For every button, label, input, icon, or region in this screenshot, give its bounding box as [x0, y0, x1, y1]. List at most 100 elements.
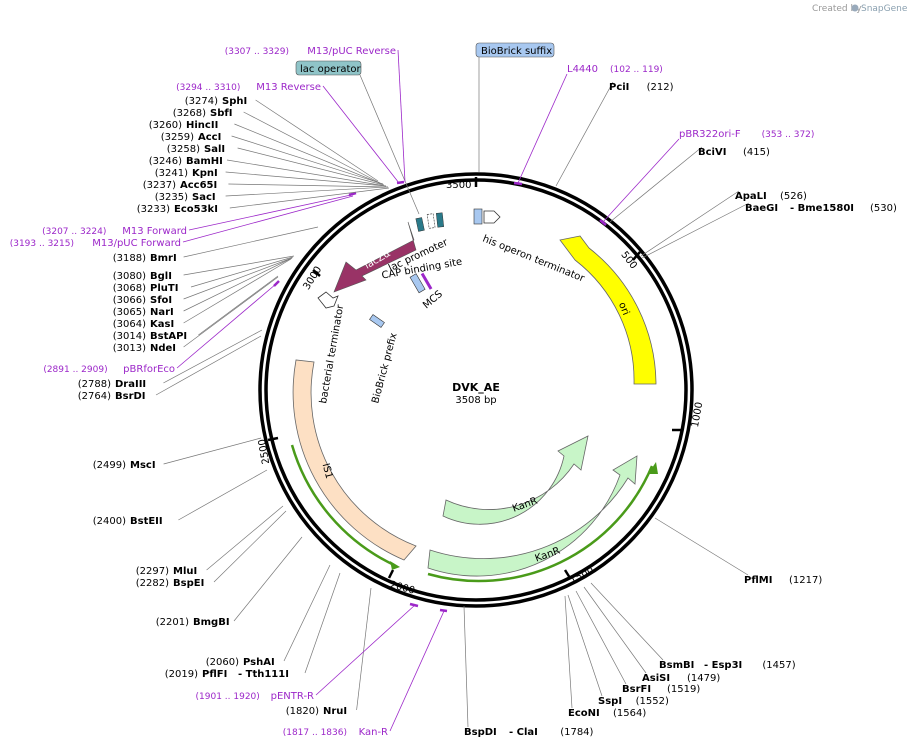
leader-line [228, 183, 389, 188]
primer-range-6: (1817 .. 1836) [283, 728, 347, 738]
primer-range-1: (3294 .. 3310) [176, 83, 240, 93]
orf-arc-is1-head [390, 561, 400, 570]
primer-leader [315, 604, 416, 696]
ruler-label-2500: 2500 [257, 438, 272, 465]
site-left-name-23: BspEI [173, 578, 204, 589]
primer-range-8: (353 .. 372) [762, 130, 815, 140]
site-left-pos-27: (1820) [286, 706, 319, 717]
site-right-name-6: AsiSI [642, 673, 670, 684]
site-left-pos-15: (3064) [113, 319, 146, 330]
feature-bacterial-terminator-box[interactable] [317, 291, 339, 309]
site-right-name2-3: - Bme1580I [790, 203, 854, 214]
leader-line [163, 329, 263, 384]
feature-biobrick-prefix-box[interactable] [369, 314, 385, 328]
site-left-pos-23: (2282) [136, 578, 169, 589]
site-right-name-7: BsrFI [622, 684, 651, 695]
leader-line [243, 111, 381, 184]
primer-name-8: pBR322ori-F [679, 129, 741, 140]
site-right-name-0: PciI [609, 82, 629, 93]
primer-leader [517, 73, 568, 184]
site-right-pos-0: (212) [647, 82, 674, 93]
backbone-outer [258, 172, 694, 608]
lac-operator-tag[interactable] [295, 60, 362, 76]
site-left-pos-9: (3233) [137, 204, 170, 215]
orf-arc-kanr [427, 465, 654, 583]
leader-line [183, 257, 293, 300]
site-left-pos-17: (3013) [113, 343, 146, 354]
leader-line [555, 81, 614, 187]
site-left-name-22: MluI [173, 566, 197, 577]
leader-line [155, 335, 262, 396]
site-right-name-2: ApaLI [735, 191, 767, 202]
leader-line [654, 517, 749, 576]
site-left-pos-4: (3258) [167, 144, 200, 155]
plasmid-size: 3508 bp [455, 395, 496, 406]
leader-line [575, 590, 627, 685]
primer-range-7: (102 .. 119) [610, 65, 663, 75]
leader-line [233, 536, 303, 622]
primer-marks [273, 180, 607, 613]
enzyme-sites-right: PciI(212)BciVI(415)ApaLI(526)BaeGI- Bme1… [464, 82, 897, 738]
primer-name-7: L4440 [567, 64, 598, 75]
primer-leader [397, 49, 406, 183]
site-right-name-9: EcoNI [568, 708, 600, 719]
leader-line [564, 595, 573, 709]
primer-name-1: M13 Reverse [256, 82, 321, 93]
site-left-pos-21: (2400) [93, 516, 126, 527]
site-left-name-7: Acc65I [180, 180, 217, 191]
primer-name-2: M13 Forward [122, 226, 187, 237]
site-right-name2-5: - Esp3I [704, 660, 742, 671]
leader-line [183, 255, 295, 276]
watermark-brand: SnapGene [861, 4, 908, 14]
feature-ori[interactable] [559, 235, 657, 385]
feature-kanr-outer[interactable] [427, 455, 638, 577]
site-left-name-9: Eco53kI [174, 204, 218, 215]
site-left-pos-22: (2297) [136, 566, 169, 577]
leader-line [206, 505, 284, 571]
site-left-name-1: SbfI [210, 108, 232, 119]
site-right-pos-8: (1552) [636, 696, 669, 707]
feature-mcs-box[interactable] [409, 273, 426, 294]
feature-biobrick-suffix-box[interactable] [473, 208, 483, 225]
feature-his-terminator-box[interactable] [483, 210, 501, 224]
site-left-name-21: BstEII [130, 516, 163, 527]
biobrick-suffix-tag[interactable] [475, 42, 555, 58]
site-left-name-8: SacI [192, 192, 216, 203]
primer-range-4: (2891 .. 2909) [43, 365, 107, 375]
leader-line [359, 74, 420, 215]
site-left-name-12: PluTI [150, 283, 178, 294]
feature-cap-site-box[interactable] [436, 212, 444, 228]
feature-lacza[interactable] [333, 221, 417, 293]
site-right-pos-6: (1479) [687, 673, 720, 684]
site-left-name-4: SalI [204, 144, 225, 155]
site-left-pos-12: (3068) [113, 283, 146, 294]
leader-line [183, 257, 293, 312]
feature-kanr-inner[interactable] [442, 435, 589, 525]
primer-leader [188, 194, 352, 231]
site-left-pos-14: (3065) [113, 307, 146, 318]
site-left-pos-16: (3014) [113, 331, 146, 342]
snapgene-logo-icon [851, 4, 859, 12]
site-right-pos-2: (526) [780, 191, 807, 202]
site-left-name-15: KasI [150, 319, 174, 330]
leader-line [213, 510, 287, 583]
feature-lac-operator-box[interactable] [415, 217, 425, 232]
leader-lines [155, 57, 750, 728]
primer-range-0: (3307 .. 3329) [225, 47, 289, 57]
leader-line [190, 256, 294, 288]
primer-labels: M13/pUC Reverse(3307 .. 3329)M13 Reverse… [10, 46, 815, 738]
leader-line [183, 258, 292, 324]
site-left-pos-0: (3274) [185, 96, 218, 107]
site-left-name-14: NarI [150, 307, 174, 318]
feature-is1[interactable] [292, 359, 417, 561]
site-left-name-0: SphI [222, 96, 247, 107]
feature-lac-promoter-box[interactable] [426, 213, 436, 229]
site-left-name-20: MscI [130, 460, 156, 471]
site-left-name-10: BmrI [150, 253, 177, 264]
site-left-pos-20: (2499) [93, 460, 126, 471]
site-left-pos-25: (2060) [206, 657, 239, 668]
leader-line [226, 159, 387, 187]
biobrick-suffix-tag-text: BioBrick suffix [481, 46, 552, 57]
primer-name-4: pBRforEco [123, 364, 175, 375]
leader-line [231, 135, 384, 185]
